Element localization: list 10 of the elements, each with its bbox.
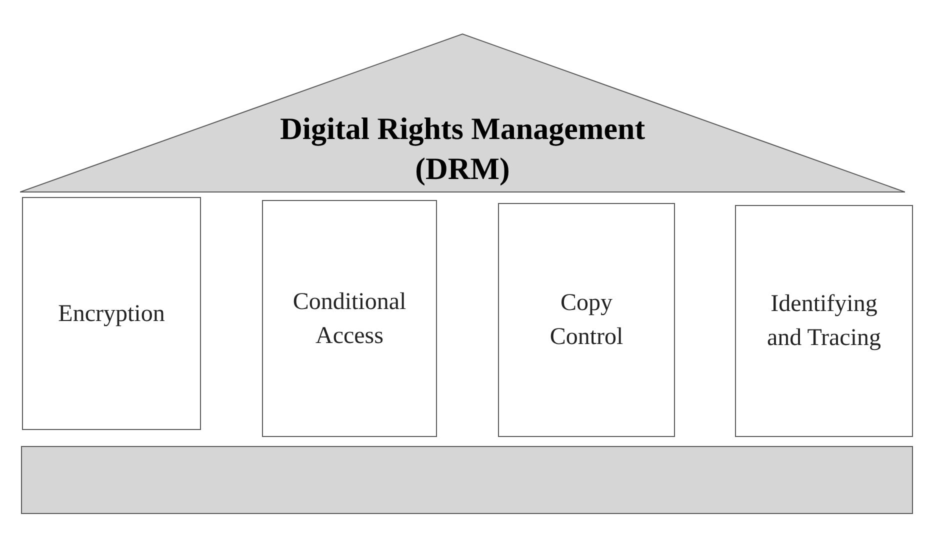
pillar-box — [22, 197, 201, 430]
pillar-box — [498, 203, 675, 437]
node-label: Identifying and Tracing — [766, 290, 882, 353]
pillar-box — [735, 205, 913, 437]
pillar-box — [262, 200, 437, 437]
node-label: Conditional Access — [292, 288, 408, 350]
node-label: Encryption — [58, 300, 165, 328]
node-label: Copy Control — [548, 289, 624, 352]
node-label: Digital Rights Management (DRM) — [278, 110, 646, 188]
foundation-bar — [21, 446, 913, 514]
